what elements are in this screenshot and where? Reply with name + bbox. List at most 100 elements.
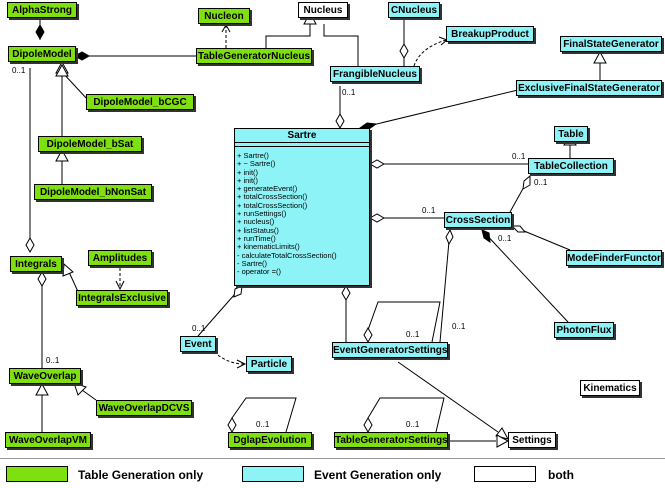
class-wave-overlap-dcvs[interactable]: WaveOverlapDCVS [96, 400, 192, 416]
composition-edge [358, 89, 519, 130]
aggregation-edge [335, 86, 345, 130]
class-mode-finder-functor[interactable]: ModeFinderFunctor [566, 250, 662, 266]
inheritance-edge [265, 11, 317, 48]
class-dipole-model[interactable]: DipoleModel [8, 46, 76, 62]
method-item: - calculateTotalCrossSection() [237, 250, 337, 260]
multiplicity-label: 0..1 [12, 66, 26, 75]
methods-separator [235, 146, 369, 150]
multiplicity-label: 0..1 [452, 322, 466, 331]
class-exclusive-final-state-generator[interactable]: ExclusiveFinalStateGenerator [516, 80, 662, 96]
class-table[interactable]: Table [554, 126, 588, 142]
method-item: + totalCrossSection() [237, 192, 308, 202]
method-item: - operator =() [237, 267, 281, 277]
multiplicity-label: 0..1 [256, 420, 270, 429]
class-integrals-exclusive[interactable]: IntegralsExclusive [76, 290, 168, 306]
class-wave-overlap-vm[interactable]: WaveOverlapVM [5, 432, 91, 448]
class-cross-section[interactable]: CrossSection [444, 212, 512, 228]
multiplicity-label: 0..1 [192, 324, 206, 333]
class-c-nucleus[interactable]: CNucleus [388, 2, 440, 18]
class-alpha-strong[interactable]: AlphaStrong [7, 2, 77, 18]
attributes-separator [235, 142, 369, 146]
class-kinematics[interactable]: Kinematics [580, 380, 640, 396]
legend-label-both: both [548, 468, 574, 482]
multiplicity-label: 0..1 [498, 234, 512, 243]
aggregation-edge [510, 225, 571, 251]
aggregation-edge [197, 285, 243, 337]
class-nucleus[interactable]: Nucleus [298, 2, 348, 18]
aggregation-edge [25, 68, 35, 254]
inheritance-edge [73, 382, 97, 401]
class-sartre[interactable]: Sartre + Sartre() + ~ Sartre() + init() … [234, 128, 370, 286]
method-item: + generateEvent() [237, 184, 298, 194]
class-amplitudes[interactable]: Amplitudes [88, 250, 152, 266]
legend-label-table-generation: Table Generation only [78, 468, 204, 482]
class-dipole-model-bsat[interactable]: DipoleModel_bSat [38, 136, 142, 152]
legend-swatch-event-generation [242, 466, 304, 482]
method-item: + Sartre() [237, 151, 269, 160]
multiplicity-label: 0..1 [422, 206, 436, 215]
aggregation-edge [363, 397, 445, 434]
class-frangible-nucleus[interactable]: FrangibleNucleus [330, 66, 420, 82]
multiplicity-label: 0..1 [512, 152, 526, 161]
aggregation-edge [363, 301, 441, 344]
class-table-collection[interactable]: TableCollection [528, 158, 614, 174]
aggregation-edge [37, 270, 47, 368]
multiplicity-label: 0..1 [342, 88, 356, 97]
method-item: + ~ Sartre() [237, 159, 276, 169]
class-table-generator-nucleus[interactable]: TableGeneratorNucleus [196, 48, 312, 64]
dependency-edge [213, 351, 247, 369]
class-wave-overlap[interactable]: WaveOverlap [9, 368, 81, 384]
class-dipole-model-bnonsat[interactable]: DipoleModel_bNonSat [34, 184, 152, 200]
class-particle[interactable]: Particle [246, 356, 292, 372]
method-item: + runTime() [237, 233, 276, 243]
class-table-generator-settings[interactable]: TableGeneratorSettings [334, 432, 448, 448]
multiplicity-label: 0..1 [406, 330, 420, 339]
method-item: + kinematicLimits() [237, 242, 300, 252]
multiplicity-label: 0..1 [46, 356, 60, 365]
composition-edge [35, 14, 45, 41]
aggregation-edge [399, 18, 409, 66]
dependency-edge [413, 36, 448, 67]
inheritance-edge [55, 148, 69, 184]
method-item: + totalCrossSection() [237, 200, 308, 210]
method-item: + init() [237, 175, 259, 185]
aggregation-edge [509, 174, 531, 213]
inheritance-edge [448, 434, 510, 448]
class-dglap-evolution[interactable]: DglapEvolution [228, 432, 312, 448]
legend-label-event-generation: Event Generation only [314, 468, 442, 482]
inheritance-edge [593, 50, 607, 80]
multiplicity-label: 0..1 [406, 420, 420, 429]
class-sartre-title: Sartre [287, 130, 317, 141]
method-item: + nucleus() [237, 217, 275, 227]
aggregation-edge [368, 159, 528, 169]
composition-edge [73, 51, 196, 61]
sartre-methods-list: + Sartre() + ~ Sartre() + init() + init(… [235, 151, 369, 277]
aggregation-edge [227, 397, 297, 434]
class-final-state-generator[interactable]: FinalStateGenerator [560, 36, 662, 52]
method-item: + listStatus() [237, 225, 279, 235]
aggregation-edge [341, 284, 351, 342]
class-breakup-product[interactable]: BreakupProduct [446, 26, 534, 42]
class-settings[interactable]: Settings [508, 432, 556, 448]
method-item: + runSettings() [237, 209, 287, 219]
class-nucleon[interactable]: Nucleon [198, 8, 250, 24]
class-event-generator-settings[interactable]: EventGeneratorSettings [332, 342, 448, 358]
legend-swatch-table-generation [6, 466, 68, 482]
aggregation-edge [439, 228, 454, 343]
multiplicity-label: 0..1 [534, 178, 548, 187]
class-integrals[interactable]: Integrals [10, 256, 62, 272]
class-dipole-model-bcgc[interactable]: DipoleModel_bCGC [86, 94, 194, 110]
class-event[interactable]: Event [180, 336, 216, 352]
inheritance-edge [323, 24, 359, 66]
inheritance-edge [55, 63, 69, 136]
dependency-edge [115, 268, 125, 291]
composition-edge [481, 229, 569, 323]
class-photon-flux[interactable]: PhotonFlux [554, 322, 614, 338]
method-item: + init() [237, 167, 259, 177]
method-item: - Sartre() [237, 258, 267, 268]
aggregation-edge [368, 213, 444, 223]
legend-divider [0, 458, 665, 459]
inheritance-edge [35, 382, 49, 432]
